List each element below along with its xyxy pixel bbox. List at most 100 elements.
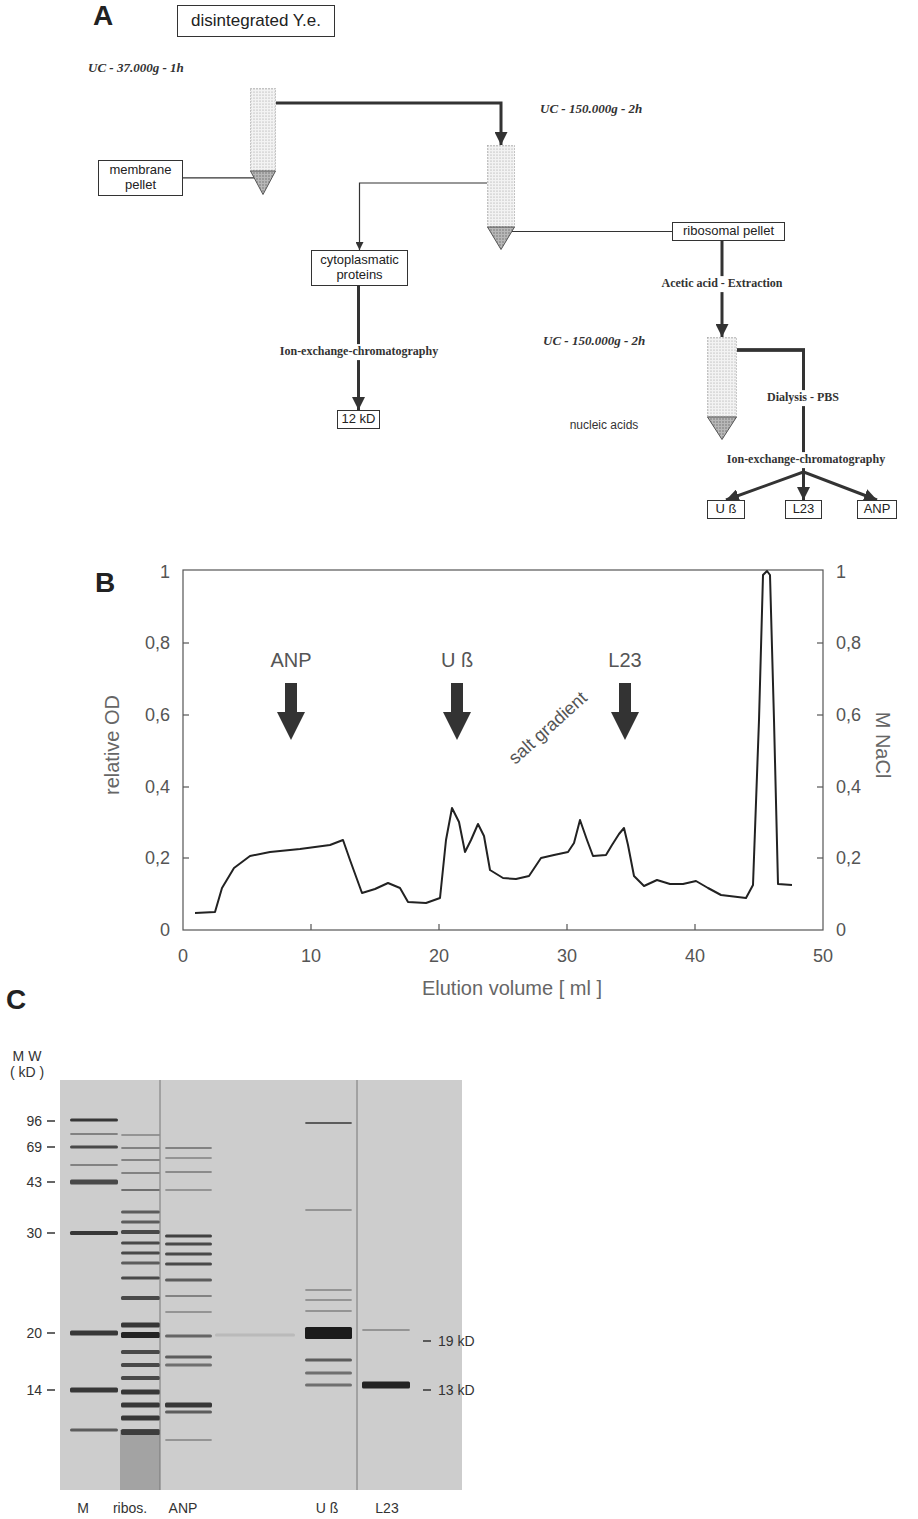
lane-label: M [77, 1500, 89, 1516]
axis-title: Elution volume [ ml ] [422, 977, 602, 1000]
process-box: U ß [707, 500, 745, 519]
centrifuge-tube [487, 145, 515, 250]
axis-title: relative OD [101, 695, 124, 795]
gradient-label: salt gradient [505, 688, 592, 769]
gel-band [165, 1403, 212, 1408]
axis-tick: 0 [160, 920, 170, 941]
gel-band [70, 1429, 118, 1432]
marker-size: 20 [26, 1325, 42, 1341]
centrifuge-tube: UC - 37.000g - 1h [250, 88, 276, 195]
peak-label: ANP [270, 649, 311, 672]
gel-band [121, 1262, 160, 1265]
gel-band [121, 1403, 160, 1408]
box-text: 12 kD [341, 412, 376, 427]
centrifugation-label: UC - 37.000g - 1h [88, 60, 184, 76]
marker-ticks [47, 1146, 55, 1148]
gel-band [165, 1439, 212, 1441]
marker-size: 69 [26, 1139, 42, 1155]
axis-ticks [817, 857, 823, 858]
marker-ticks [423, 1340, 431, 1342]
axis-tick: 20 [429, 946, 449, 967]
centrifuge-tube: UC - 150.000g - 2h [487, 145, 515, 250]
box-text: L23 [789, 502, 818, 517]
axis-ticks [566, 924, 567, 930]
box-text: U ß [711, 502, 741, 517]
process-box: L23 [785, 500, 822, 519]
panel-letter: C [6, 984, 26, 1016]
axis-tick: 0,8 [145, 633, 170, 654]
marker-ticks [47, 1332, 55, 1334]
box-text: ANP [861, 502, 893, 517]
lane-label: U ß [316, 1500, 339, 1516]
gel-band [70, 1180, 118, 1185]
flow-arrow [737, 350, 877, 500]
process-step: Acetic acid - Extraction [659, 276, 786, 292]
flow-arrow [737, 350, 804, 500]
gel-band [165, 1243, 212, 1246]
gel-band [165, 1235, 212, 1238]
marker-size: 14 [26, 1382, 42, 1398]
process-box: ANP [857, 500, 897, 519]
chromatogram [183, 570, 823, 930]
lane-divider [160, 1080, 161, 1490]
centrifuge-tube [707, 337, 737, 440]
gel-band [70, 1146, 118, 1149]
process-box: ribosomal pellet [672, 222, 785, 241]
gel-band [121, 1189, 160, 1191]
marker-size: 96 [26, 1113, 42, 1129]
gel-band [121, 1221, 160, 1224]
gel-band [121, 1296, 160, 1300]
flow-arrow [276, 103, 501, 145]
axis-tick: 40 [685, 946, 705, 967]
axis-tick: 0,4 [145, 777, 170, 798]
axis-ticks [817, 714, 823, 715]
gel-band [165, 1157, 212, 1159]
process-step: Ion-exchange-chromatography [724, 452, 888, 468]
process-box: 12 kD [337, 410, 380, 429]
sds-gel [47, 1080, 462, 1490]
band-size: 19 kD [438, 1333, 475, 1349]
centrifuge-tube: UC - 150.000g - 2h [707, 337, 737, 440]
axis-ticks [438, 924, 439, 930]
gel-band [121, 1416, 160, 1421]
axis-ticks [817, 786, 823, 787]
peak-label: U ß [441, 649, 473, 672]
gel-band [305, 1327, 352, 1339]
centrifugation-label: UC - 150.000g - 2h [543, 333, 645, 349]
gel-band [121, 1159, 160, 1161]
axis-ticks [183, 857, 189, 858]
axis-tick: 0,6 [836, 705, 861, 726]
band-size: 13 kD [438, 1382, 475, 1398]
axis-tick: 10 [301, 946, 321, 967]
gel-band [305, 1122, 352, 1124]
process-step: Dialysis - PBS [764, 390, 842, 406]
axis-tick: 1 [836, 562, 846, 583]
marker-ticks [47, 1181, 55, 1183]
centrifuge-tube [488, 227, 515, 250]
axis-ticks [694, 924, 695, 930]
process-box: cytoplasmatic proteins [311, 250, 408, 286]
fraction-arrows [443, 683, 471, 740]
gel-band [121, 1323, 160, 1328]
axis-tick: 0 [178, 946, 188, 967]
gel-band [305, 1209, 352, 1211]
box-text: cytoplasmatic proteins [316, 253, 403, 283]
gel-band [305, 1372, 352, 1375]
axis-tick: 0,4 [836, 777, 861, 798]
lane-label: ribos. [113, 1500, 147, 1516]
axis-tick: 0,8 [836, 633, 861, 654]
gel-band [121, 1172, 160, 1174]
gel-band [362, 1382, 410, 1389]
gel-band [305, 1384, 352, 1387]
gel-band [121, 1242, 160, 1245]
gel-band [121, 1277, 160, 1280]
gel-band [165, 1364, 212, 1367]
process-box: membrane pellet [98, 160, 183, 196]
lane-label: ANP [169, 1500, 198, 1516]
gel-band [165, 1356, 212, 1359]
gel-band [165, 1147, 212, 1149]
axis-tick: 0,2 [145, 848, 170, 869]
gel-smear [120, 1430, 160, 1490]
gel-band [121, 1147, 160, 1149]
